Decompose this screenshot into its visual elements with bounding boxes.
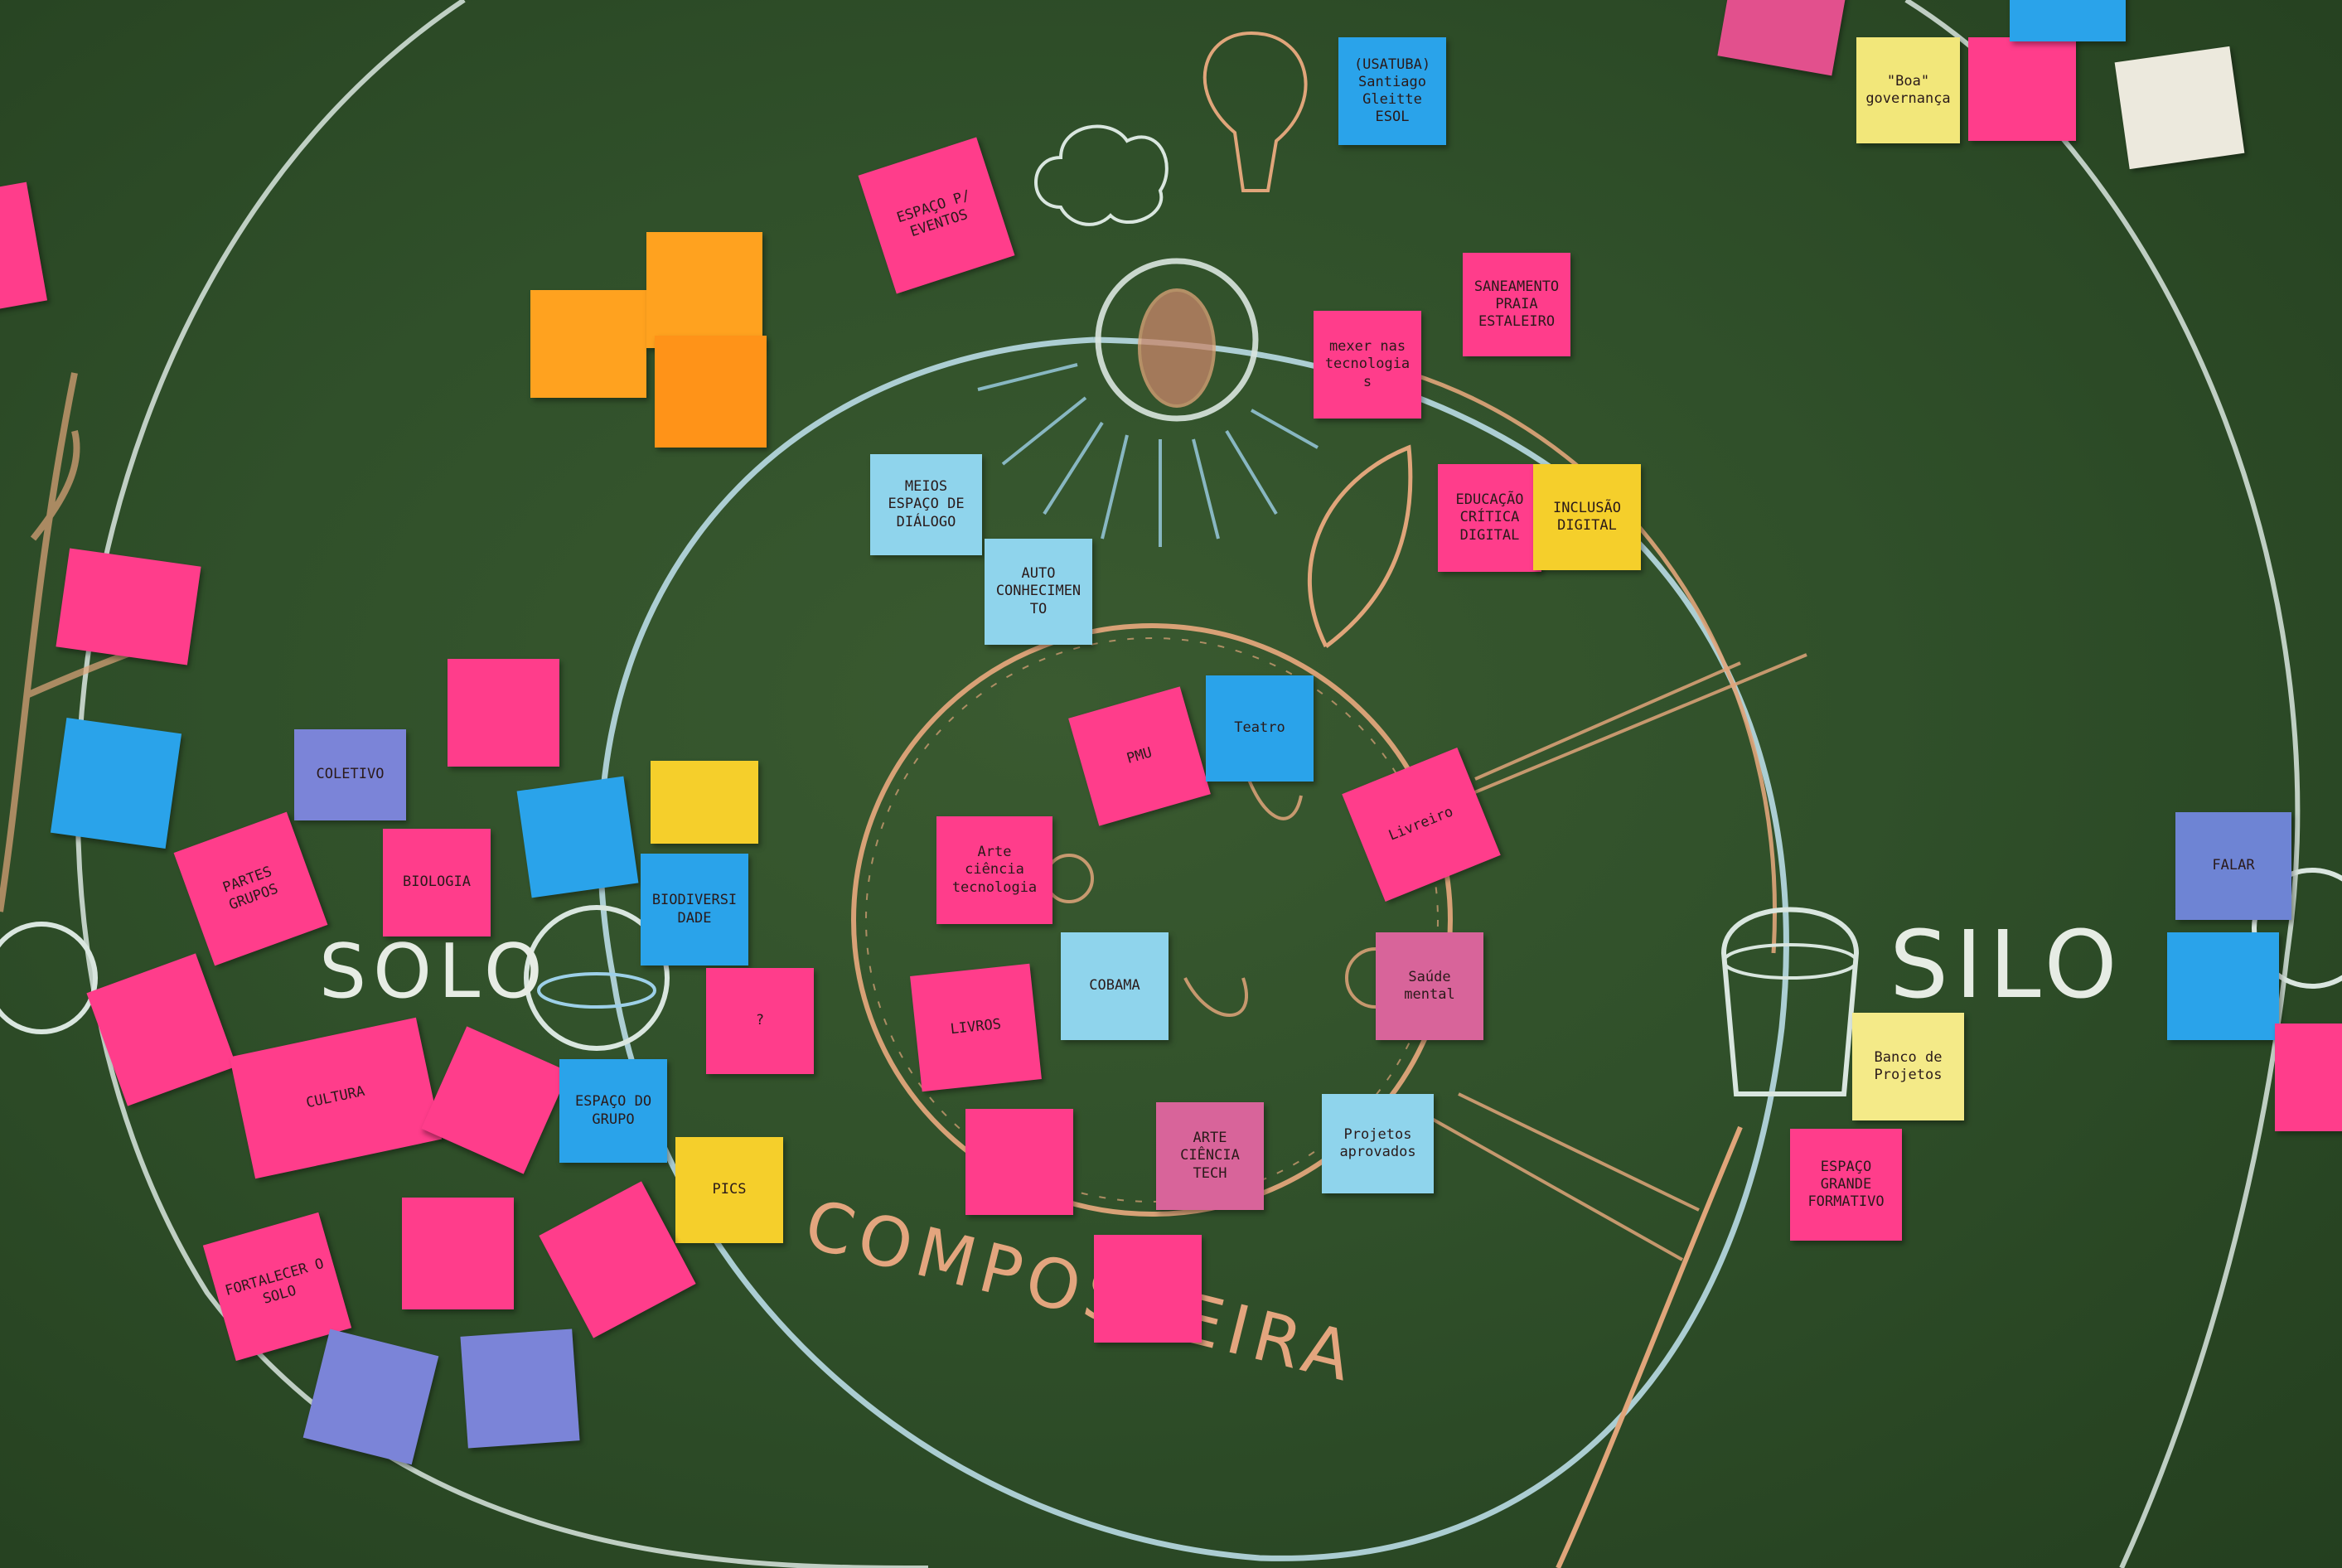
note-livros: LIVROS <box>910 963 1042 1092</box>
silo-bucket <box>1720 907 1860 1096</box>
seed-shape <box>1138 288 1216 408</box>
note-inclusao-digital: INCLUSÃO DIGITAL <box>1533 464 1641 570</box>
silo-connector <box>1556 1125 1743 1568</box>
note-purple-bottom-2 <box>460 1328 580 1449</box>
note-question: ? <box>706 968 814 1074</box>
note-espaco-grupo: ESPAÇO DO GRUPO <box>559 1059 667 1163</box>
note-projetos-aprovados: Projetos aprovados <box>1322 1094 1434 1193</box>
note-biologia: BIOLOGIA <box>383 829 491 936</box>
right-bucket <box>2252 868 2342 989</box>
note-pink-upper-left <box>56 548 201 665</box>
note-coletivo: COLETIVO <box>294 729 406 820</box>
note-orange-3 <box>655 336 767 448</box>
note-cobama: COBAMA <box>1061 932 1169 1040</box>
outer-circle-left <box>75 0 929 1568</box>
seed-circle <box>1095 258 1259 422</box>
note-pink-bottom <box>1094 1235 1202 1343</box>
cloud-drawing <box>1034 124 1169 226</box>
compost-circle <box>851 623 1453 1217</box>
note-pics: PICS <box>675 1137 783 1243</box>
middle-circle <box>598 336 1789 1561</box>
note-auto-conhecimento: AUTO CONHECIMENTO <box>985 539 1092 645</box>
note-saude-mental: Saúde mental <box>1376 932 1483 1040</box>
note-educacao-digital: EDUCAÇÃO CRÍTICA DIGITAL <box>1438 464 1541 572</box>
note-biodiversidade: BIODIVERSIDADE <box>641 854 748 965</box>
note-orange-1 <box>530 290 646 398</box>
note-teatro: Teatro <box>1206 675 1314 782</box>
note-arte-ciencia-tecnologia: Arte ciência tecnologia <box>936 816 1052 924</box>
label-solo: SOLO <box>319 928 549 1015</box>
lightbulb-drawing <box>1202 31 1308 192</box>
note-pink-low-solo <box>402 1198 514 1309</box>
leaf-drawing <box>1307 444 1413 648</box>
note-white-top-right <box>2114 46 2245 170</box>
note-espaco-formativo: ESPAÇO GRANDE FORMATIVO <box>1790 1129 1902 1241</box>
note-falar: FALAR <box>2175 812 2291 920</box>
note-meios-dialogo: MEIOS ESPAÇO DE DIÁLOGO <box>870 454 982 555</box>
seed-rays <box>977 363 1319 547</box>
note-banco-projetos: Banco de Projetos <box>1852 1013 1964 1120</box>
outer-circle-right <box>1904 0 2301 1568</box>
left-bucket <box>0 922 98 1034</box>
note-boa-governanca: "Boa" governança <box>1856 37 1960 143</box>
arrow-lines <box>1416 653 1807 1261</box>
note-pink-top-solo <box>448 659 559 767</box>
note-pink-compost <box>965 1109 1073 1215</box>
note-usina-santiago: (USATUBA) Santiago Gleitte ESOL <box>1338 37 1446 145</box>
note-pink-far-right <box>2275 1024 2342 1131</box>
note-blue-left <box>50 717 182 849</box>
note-arte-ciencia-tech: ARTE CIÊNCIA TECH <box>1156 1102 1264 1210</box>
middle-circle-orange <box>1408 370 1777 954</box>
note-blue-far-right <box>2167 932 2279 1040</box>
note-orange-2 <box>646 232 762 348</box>
note-pink-top-right-2 <box>1968 37 2076 141</box>
note-saneamento: SANEAMENTO PRAIA ESTALEIRO <box>1463 253 1570 356</box>
note-blue-solo <box>516 776 639 898</box>
label-silo: SILO <box>1890 912 2124 1019</box>
solo-bucket <box>524 905 670 1051</box>
note-yellow-solo <box>651 761 758 844</box>
note-blue-top-right <box>2010 0 2126 41</box>
note-mexer-tecnologias: mexer nas tecnologias <box>1314 311 1421 419</box>
